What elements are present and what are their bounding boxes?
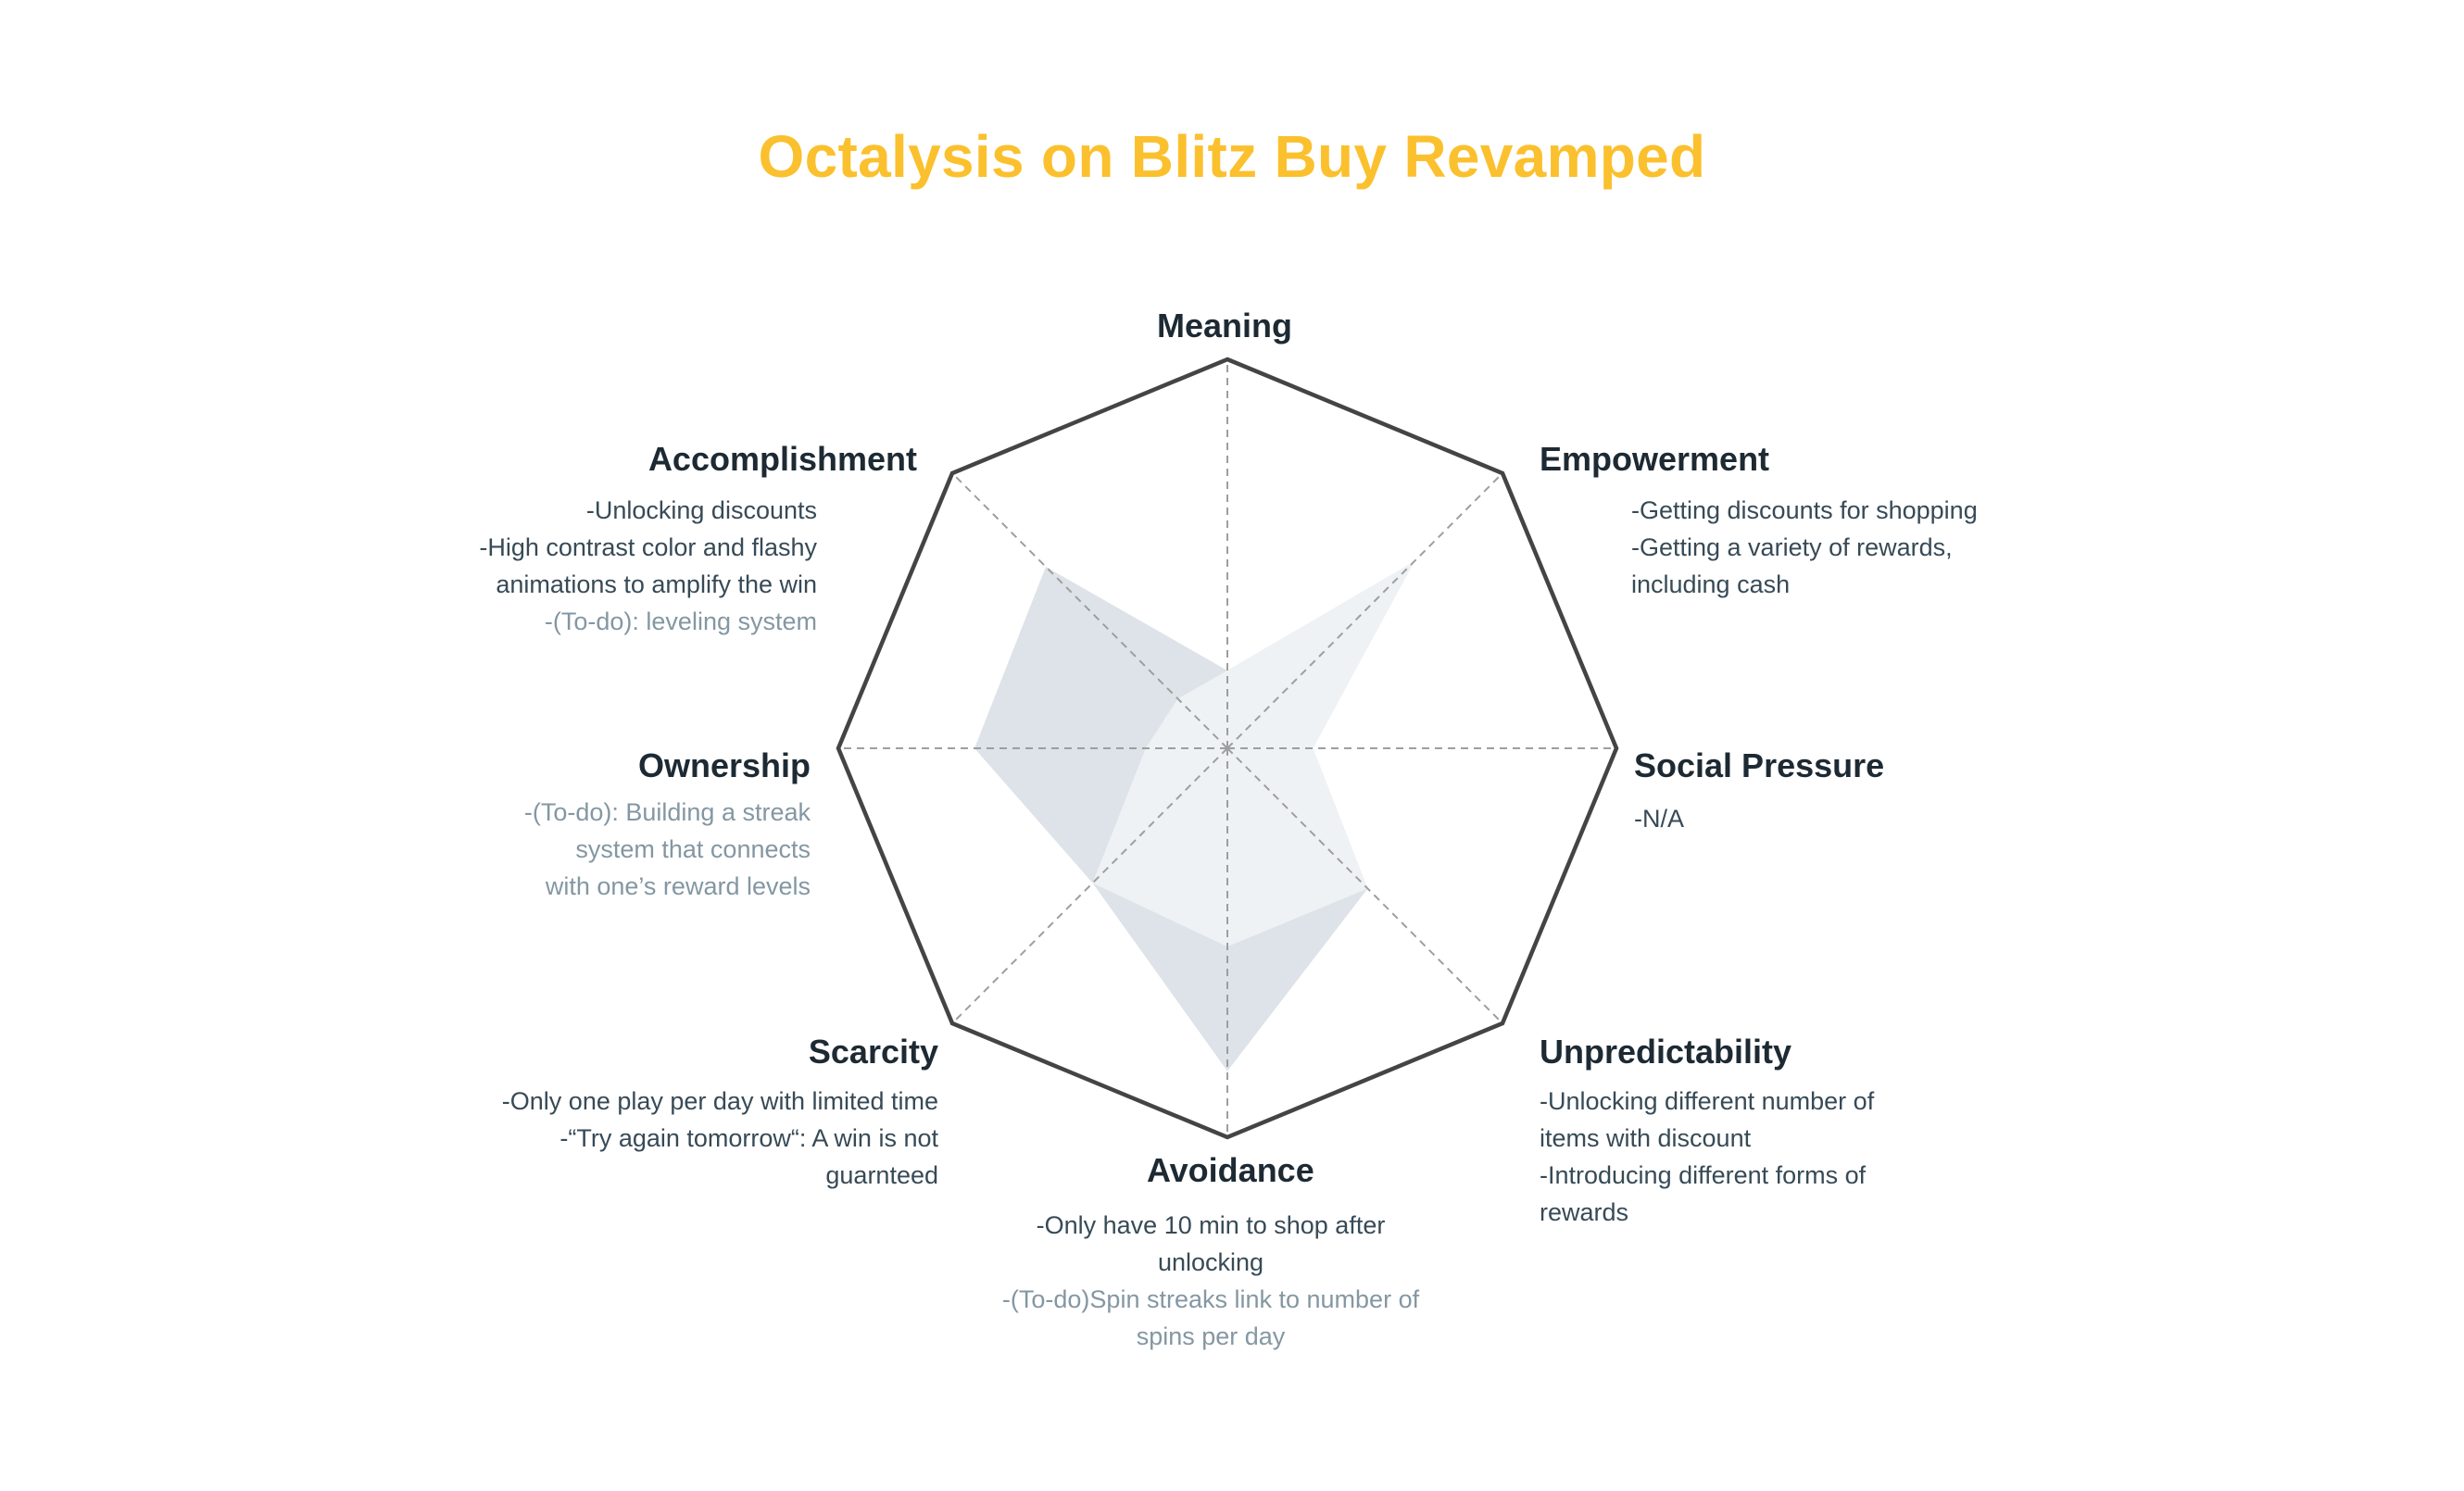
axis-label-empowerment: Empowerment bbox=[1540, 440, 1770, 478]
notes-social-pressure: -N/A bbox=[1634, 800, 1684, 837]
profile-current bbox=[1092, 561, 1414, 947]
axis-label-social-pressure: Social Pressure bbox=[1634, 746, 1885, 784]
notes-ownership: -(To-do): Building a streak system that … bbox=[347, 794, 811, 905]
note-line: items with discount bbox=[1540, 1124, 1752, 1152]
axis-label-ownership: Ownership bbox=[637, 746, 811, 784]
page-title: Octalysis on Blitz Buy Revamped bbox=[758, 123, 1706, 190]
note-line: spins per day bbox=[1136, 1322, 1286, 1350]
notes-scarcity: -Only one play per day with limited time… bbox=[383, 1083, 938, 1194]
profile-layer bbox=[974, 561, 1414, 1071]
axis-line-accomplishment bbox=[951, 472, 1228, 749]
note-line: unlocking bbox=[1157, 1248, 1264, 1276]
notes-unpredictability: -Unlocking different number of items wit… bbox=[1540, 1083, 1874, 1231]
note-line: system that connects bbox=[575, 835, 811, 863]
axis-label-avoidance: Avoidance bbox=[1147, 1151, 1314, 1189]
note-line: -(To-do): Building a streak bbox=[523, 798, 811, 826]
axis-label-meaning: Meaning bbox=[1157, 307, 1293, 345]
note-line: animations to amplify the win bbox=[496, 570, 817, 598]
axis-layer bbox=[838, 359, 1616, 1137]
note-line: -Introducing different forms of bbox=[1540, 1161, 1867, 1189]
notes-empowerment: -Getting discounts for shopping -Getting… bbox=[1631, 492, 1978, 603]
note-line: -“Try again tomorrow“: A win is not bbox=[559, 1124, 938, 1152]
note-line: -Getting discounts for shopping bbox=[1631, 496, 1978, 524]
note-line: -(To-do)Spin streaks link to number of bbox=[1001, 1285, 1420, 1313]
note-line: guarnteed bbox=[825, 1161, 938, 1189]
note-line: -Unlocking discounts bbox=[585, 496, 817, 524]
octagon-outline bbox=[836, 357, 1619, 1140]
axis-label-scarcity: Scarcity bbox=[808, 1033, 938, 1071]
note-line: -Getting a variety of rewards, bbox=[1631, 533, 1953, 561]
note-line: -High contrast color and flashy bbox=[479, 533, 817, 561]
note-line: -N/A bbox=[1634, 805, 1684, 833]
axis-label-accomplishment: Accomplishment bbox=[647, 440, 917, 478]
notes-accomplishment: -Unlocking discounts -High contrast colo… bbox=[354, 492, 817, 640]
note-line: -Only one play per day with limited time bbox=[501, 1087, 938, 1115]
axis-line-scarcity bbox=[951, 747, 1228, 1024]
note-line: including cash bbox=[1631, 570, 1791, 598]
axis-label-unpredictability: Unpredictability bbox=[1540, 1033, 1792, 1071]
note-line: rewards bbox=[1540, 1198, 1629, 1226]
note-line: -Unlocking different number of bbox=[1540, 1087, 1875, 1115]
axis-line-empowerment bbox=[1226, 472, 1503, 749]
axis-line-unpredictability bbox=[1226, 747, 1503, 1024]
note-line: -Only have 10 min to shop after bbox=[1036, 1211, 1386, 1239]
notes-avoidance: -Only have 10 min to shop after unlockin… bbox=[933, 1207, 1489, 1355]
note-line: with one’s reward levels bbox=[545, 872, 811, 900]
note-line: -(To-do): leveling system bbox=[544, 608, 817, 635]
